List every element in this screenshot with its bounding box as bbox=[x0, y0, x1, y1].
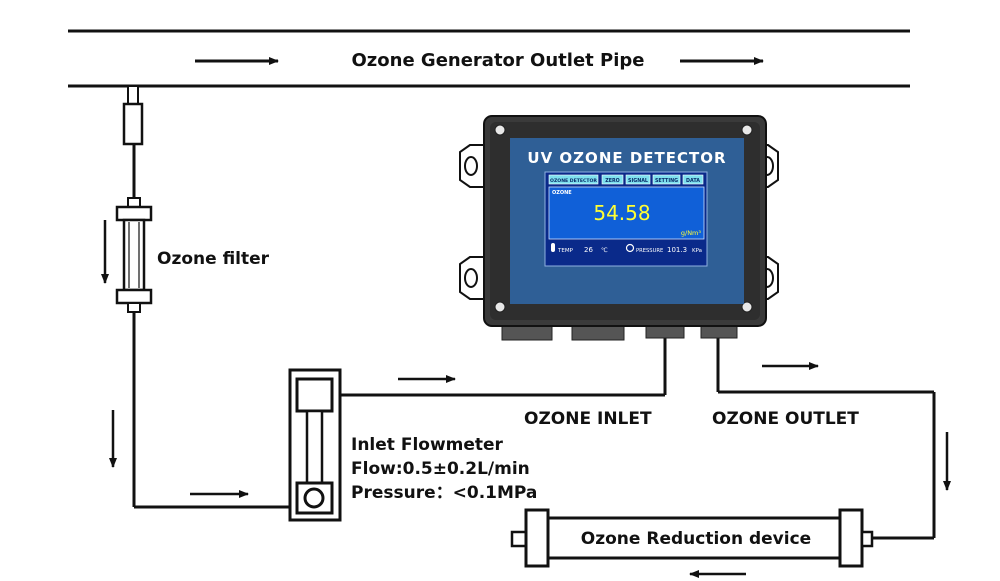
ozone-filter: Ozone filter bbox=[115, 197, 270, 313]
tab-setting-label: SETTING bbox=[655, 178, 678, 184]
ozone-reduction-device: Ozone Reduction device bbox=[510, 508, 874, 568]
inlet-line: OZONE INLET bbox=[340, 336, 667, 429]
flowmeter-flow: Flow:0.5±0.2L/min bbox=[351, 459, 530, 479]
reading-unit: g/Nm³ bbox=[681, 229, 702, 237]
tab-ozone-detector-label: OZONE DETECTOR bbox=[550, 178, 597, 184]
temp-label: TEMP bbox=[557, 248, 574, 254]
ozone-filter-label: Ozone filter bbox=[157, 249, 270, 269]
inlet-flowmeter: Inlet Flowmeter Flow:0.5±0.2L/min Pressu… bbox=[288, 368, 537, 522]
screen-tabs: OZONE DETECTOR ZERO SIGNAL SETTING DATA bbox=[548, 174, 704, 185]
pressure-gauge-icon bbox=[625, 243, 635, 253]
status-row: TEMP 26 ℃ PRESSURE 101.3 KPa bbox=[551, 243, 702, 254]
tab-signal-label: SIGNAL bbox=[628, 178, 648, 184]
pressure-label: PRESSURE bbox=[636, 248, 663, 254]
reading-label: OZONE bbox=[552, 190, 572, 196]
reduction-device-label: Ozone Reduction device bbox=[581, 529, 811, 549]
uv-ozone-detector: UV OZONE DETECTOR OZONE DETECTOR ZERO SI… bbox=[459, 115, 779, 341]
detector-title: UV OZONE DETECTOR bbox=[527, 149, 726, 167]
housing-screws bbox=[494, 124, 753, 313]
flowmeter-title: Inlet Flowmeter bbox=[351, 435, 504, 455]
temp-value: 26 bbox=[584, 246, 593, 254]
ozone-inlet-label: OZONE INLET bbox=[524, 409, 652, 429]
tab-data-label: DATA bbox=[686, 178, 700, 184]
tab-signal[interactable] bbox=[625, 174, 651, 185]
generator-outlet-pipe: Ozone Generator Outlet Pipe bbox=[68, 29, 910, 88]
pipe-label: Ozone Generator Outlet Pipe bbox=[351, 50, 644, 71]
tab-zero[interactable] bbox=[601, 174, 624, 185]
sampling-line bbox=[101, 85, 296, 509]
reading-area bbox=[548, 186, 705, 240]
outlet-line: OZONE OUTLET bbox=[689, 336, 951, 578]
tab-zero-label: ZERO bbox=[605, 178, 620, 184]
pressure-value: 101.3 bbox=[667, 246, 687, 254]
pressure-unit: KPa bbox=[692, 248, 702, 254]
tab-ozone-detector[interactable] bbox=[548, 174, 599, 185]
flowmeter-pressure: Pressure：<0.1MPa bbox=[351, 483, 537, 503]
thermometer-icon bbox=[551, 243, 555, 252]
tab-data[interactable] bbox=[682, 174, 704, 185]
tab-setting[interactable] bbox=[652, 174, 681, 185]
reading-value: 54.58 bbox=[593, 201, 650, 225]
temp-unit: ℃ bbox=[601, 247, 608, 254]
ozone-outlet-label: OZONE OUTLET bbox=[712, 409, 859, 429]
